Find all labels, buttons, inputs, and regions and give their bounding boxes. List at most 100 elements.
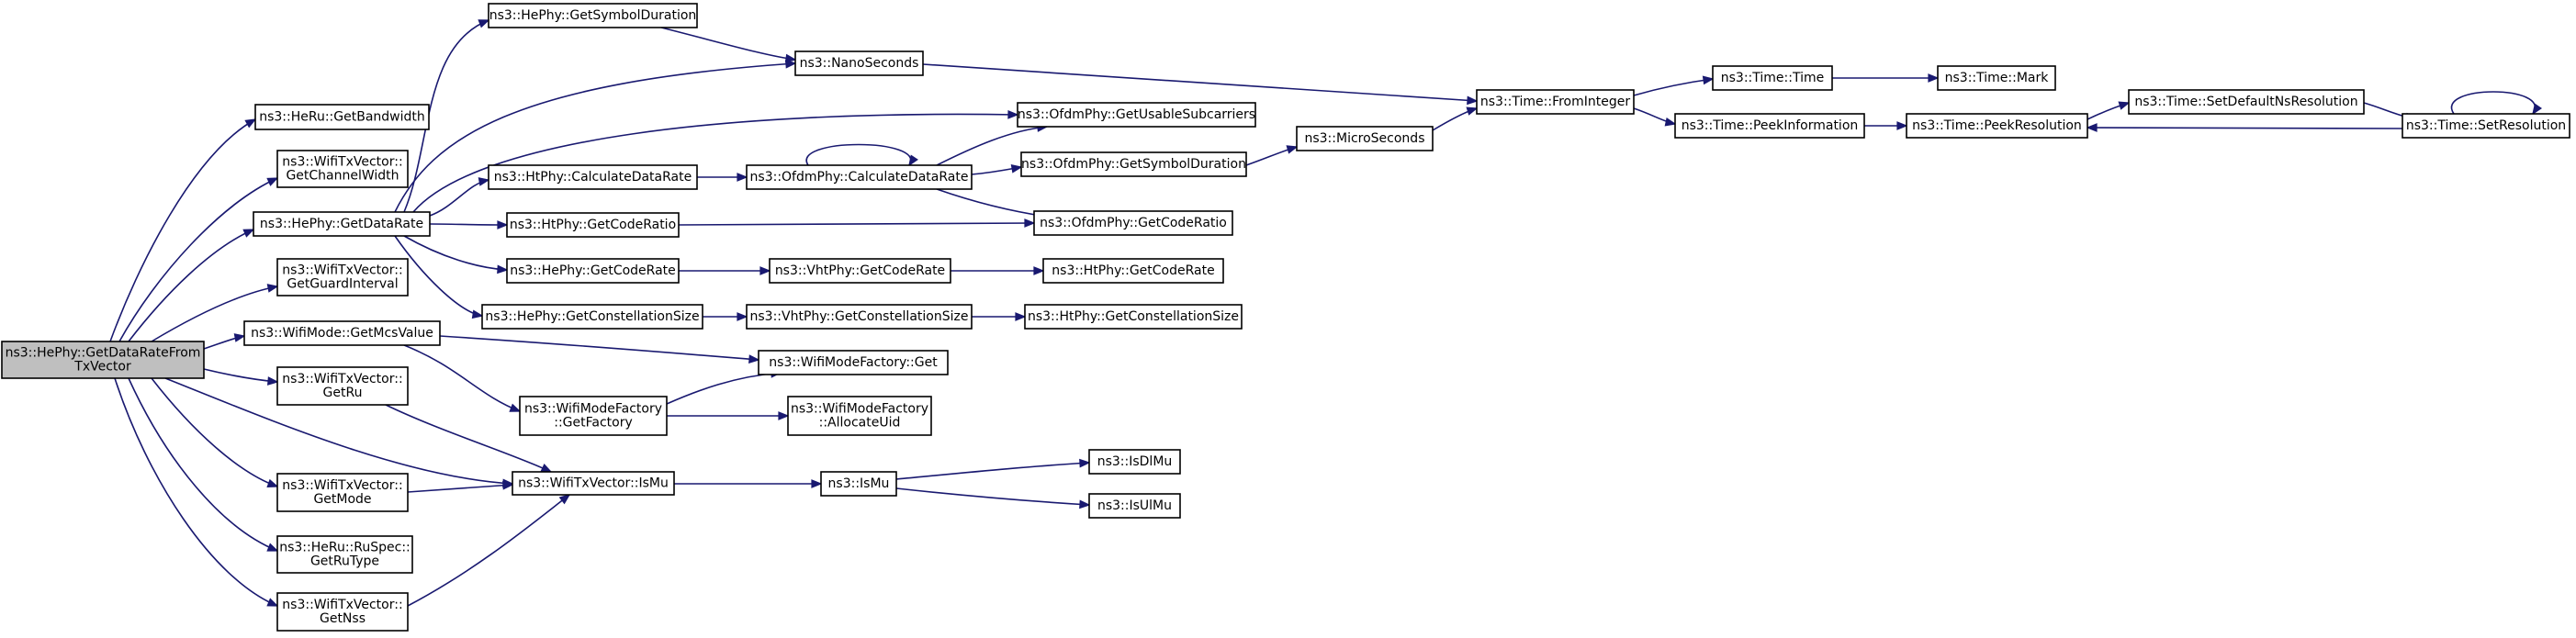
node-box: [253, 211, 431, 237]
edge-HePhyGetDataRate-to-HtPhyGetCodeRatio: [429, 220, 509, 229]
node-WifiModeFactoryGetFactory[interactable]: ns3::WifiModeFactory::GetFactory: [519, 396, 668, 436]
edge-TimeTime-to-TimeMark: [1832, 73, 1940, 83]
edge-line: [407, 494, 570, 607]
node-box: [787, 396, 932, 436]
node-label: GetGuardInterval: [287, 277, 398, 292]
node-HtPhyGetConstellationSize[interactable]: ns3::HtPhy::GetConstellationSize: [1024, 304, 1243, 330]
arrowhead-icon: [737, 312, 748, 321]
node-box: [506, 258, 680, 284]
node-HtPhyCalculateDataRate[interactable]: ns3::HtPhy::CalculateDataRate: [488, 164, 698, 190]
arrowhead-icon: [540, 464, 553, 473]
arrowhead-icon: [737, 173, 748, 182]
node-box: [794, 50, 924, 76]
node-label: ns3::MicroSeconds: [1304, 131, 1424, 146]
node-TxVecGetChannelWidth[interactable]: ns3::WifiTxVector::GetChannelWidth: [276, 150, 409, 188]
node-box: [746, 304, 973, 330]
arrowhead-icon: [1286, 145, 1299, 154]
node-label: ns3::WifiTxVector::: [282, 478, 402, 493]
node-TimePeekInformation[interactable]: ns3::Time::PeekInformation: [1674, 113, 1865, 139]
node-label: ns3::IsDlMu: [1097, 454, 1173, 469]
edge-line: [109, 118, 256, 342]
node-TxVecIsMu[interactable]: ns3::WifiTxVector::IsMu: [512, 471, 675, 496]
edge-root-to-WifiModeGetMcsValue: [203, 333, 246, 350]
node-label: ns3::WifiModeFactory: [524, 402, 662, 417]
node-HePhyGetCodeRate[interactable]: ns3::HePhy::GetCodeRate: [506, 258, 680, 284]
node-HePhyGetDataRate[interactable]: ns3::HePhy::GetDataRate: [253, 211, 431, 237]
node-TimeSetDefaultNsResolution[interactable]: ns3::Time::SetDefaultNsResolution: [2128, 89, 2365, 115]
node-box: [769, 258, 951, 284]
edge-root-to-TxVecGetMode: [151, 377, 279, 488]
arrowhead-icon: [497, 220, 509, 229]
node-box: [1017, 102, 1256, 128]
edge-TimeSetResolution-to-TimePeekResolution: [2086, 123, 2403, 132]
node-OfdmPhyGetUsableSubcarriers[interactable]: ns3::OfdmPhy::GetUsableSubcarriers: [1017, 102, 1256, 128]
edge-HtPhyCalculateDataRate-to-OfdmPhyCalculateDataRate: [697, 173, 748, 182]
edge-line: [151, 285, 278, 342]
node-HtPhyGetCodeRate[interactable]: ns3::HtPhy::GetCodeRate: [1042, 258, 1224, 284]
node-box: [1296, 126, 1434, 151]
node-box: [1024, 304, 1243, 330]
node-TimeMark[interactable]: ns3::Time::Mark: [1937, 65, 2056, 91]
node-label: ns3::IsMu: [828, 476, 890, 491]
node-OfdmPhyCalculateDataRate[interactable]: ns3::OfdmPhy::CalculateDataRate: [746, 164, 973, 190]
node-box: [1042, 258, 1224, 284]
node-TimeTime[interactable]: ns3::Time::Time: [1712, 65, 1833, 91]
node-label: ns3::WifiTxVector::: [282, 155, 402, 170]
node-MicroSeconds[interactable]: ns3::MicroSeconds: [1296, 126, 1434, 151]
node-TimePeekResolution[interactable]: ns3::Time::PeekResolution: [1906, 113, 2088, 139]
edge-IsMu-to-IsDlMu: [895, 458, 1091, 480]
arrowhead-icon: [1010, 164, 1023, 173]
node-TxVecGetGuardInterval[interactable]: ns3::WifiTxVector::GetGuardInterval: [276, 258, 409, 297]
edge-root-to-RuSpecGetRuType: [128, 377, 279, 552]
node-TimeSetResolution[interactable]: ns3::Time::SetResolution: [2402, 113, 2570, 139]
arrowhead-icon: [1007, 109, 1019, 119]
node-NanoSeconds[interactable]: ns3::NanoSeconds: [794, 50, 924, 76]
node-WifiModeFactoryAllocateUid[interactable]: ns3::WifiModeFactory::AllocateUid: [787, 396, 932, 436]
node-VhtPhyGetConstellationSize[interactable]: ns3::VhtPhy::GetConstellationSize: [746, 304, 973, 330]
edge-VhtPhyGetConstellationSize-to-HtPhyGetConstellationSize: [971, 312, 1027, 321]
node-label: ns3::Time::Time: [1721, 71, 1824, 85]
node-TimeFromInteger[interactable]: ns3::Time::FromInteger: [1476, 89, 1635, 115]
node-HeRuGetBandwidth[interactable]: ns3::HeRu::GetBandwidth: [254, 104, 430, 130]
node-label: TxVector: [73, 360, 131, 375]
edge-OfdmPhyCalculateDataRate-to-OfdmPhyGetCodeRatio: [936, 188, 1049, 220]
node-IsMu[interactable]: ns3::IsMu: [820, 471, 897, 497]
node-RuSpecGetRuType[interactable]: ns3::HeRu::RuSpec::GetRuType: [276, 535, 413, 574]
arrowhead-icon: [1896, 121, 1908, 130]
node-label: GetNss: [320, 611, 366, 626]
node-WifiModeGetMcsValue[interactable]: ns3::WifiMode::GetMcsValue: [243, 320, 441, 346]
edge-line: [203, 368, 278, 383]
edge-root-to-HePhyGetDataRate: [128, 229, 255, 342]
edge-line: [2087, 127, 2403, 129]
arrowhead-icon: [1928, 73, 1940, 83]
node-WifiModeFactoryGet[interactable]: ns3::WifiModeFactory::Get: [758, 350, 949, 375]
node-HePhyGetSymbolDuration[interactable]: ns3::HePhy::GetSymbolDuration: [488, 3, 698, 28]
edge-line: [805, 143, 912, 166]
node-box: [1712, 65, 1833, 91]
node-TxVecGetMode[interactable]: ns3::WifiTxVector::GetMode: [276, 473, 409, 512]
node-OfdmPhyGetCodeRatio[interactable]: ns3::OfdmPhy::GetCodeRatio: [1033, 210, 1233, 236]
node-label: ns3::WifiTxVector::: [282, 372, 402, 386]
node-label: ns3::VhtPhy::GetCodeRate: [775, 263, 945, 278]
node-HtPhyGetCodeRatio[interactable]: ns3::HtPhy::GetCodeRatio: [506, 212, 680, 238]
node-OfdmPhyGetSymbolDuration[interactable]: ns3::OfdmPhy::GetSymbolDuration: [1020, 151, 1247, 177]
edge-root-to-TxVecGetGuardInterval: [151, 284, 279, 342]
node-box: [1088, 449, 1181, 475]
node-TxVecGetRu[interactable]: ns3::WifiTxVector::GetRu: [276, 366, 409, 406]
edge-line: [936, 126, 1048, 166]
edge-line: [128, 377, 278, 552]
node-VhtPhyGetCodeRate[interactable]: ns3::VhtPhy::GetCodeRate: [769, 258, 951, 284]
node-label: ns3::WifiTxVector::IsMu: [518, 476, 669, 491]
node-IsDlMu[interactable]: ns3::IsDlMu: [1088, 449, 1181, 475]
edge-WifiModeGetMcsValue-to-WifiModeFactoryGet: [439, 335, 760, 364]
node-label: ns3::Time::PeekResolution: [1912, 118, 2082, 133]
edge-HePhyGetDataRate-to-HePhyGetCodeRate: [403, 235, 509, 274]
node-TxVecGetNss[interactable]: ns3::WifiTxVector::GetNss: [276, 592, 409, 632]
edge-line: [936, 188, 1048, 218]
node-IsUlMu[interactable]: ns3::IsUlMu: [1088, 493, 1181, 519]
node-HePhyGetConstellationSize[interactable]: ns3::HePhy::GetConstellationSize: [481, 304, 703, 330]
edge-line: [660, 27, 796, 61]
edge-HePhyGetSymbolDuration-to-NanoSeconds: [660, 27, 797, 63]
node-label: ns3::OfdmPhy::GetCodeRatio: [1040, 216, 1227, 230]
